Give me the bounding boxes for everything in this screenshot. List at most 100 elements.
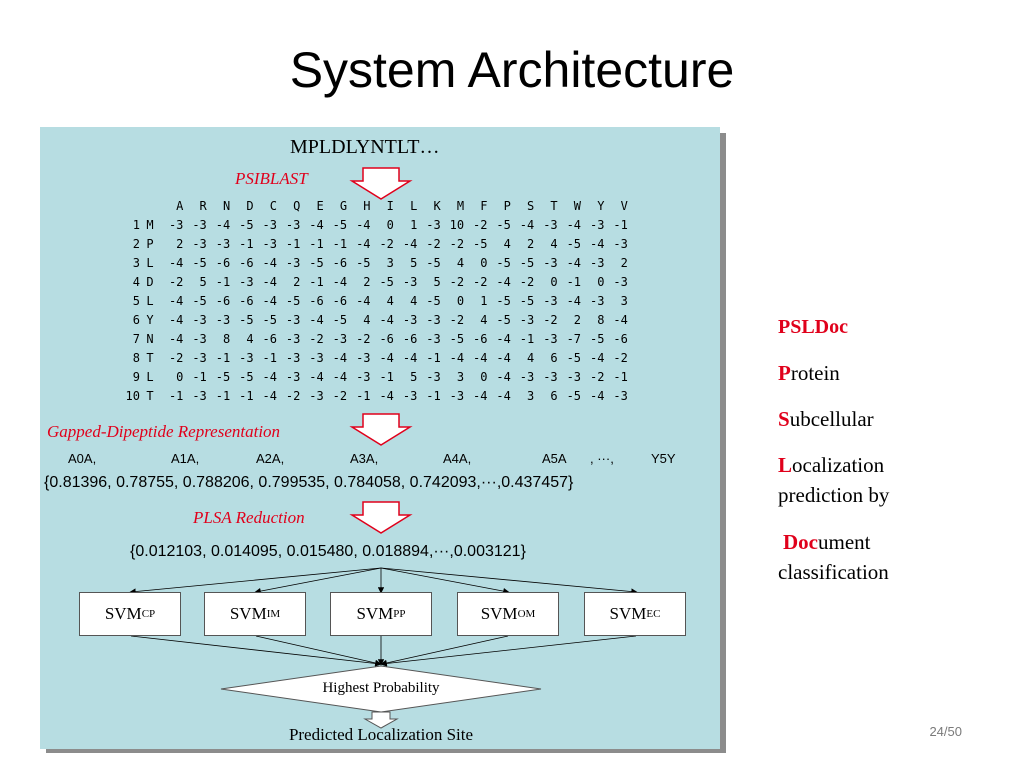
matrix-column-header: P [503,199,511,213]
matrix-cell: -5 [449,332,465,346]
matrix-cell: -3 [192,332,207,346]
matrix-cell: -3 [566,370,582,384]
matrix-cell: -5 [379,275,394,289]
matrix-cell: 2 [620,256,628,270]
matrix-cell: -7 [566,332,582,346]
matrix-cell: -1 [239,237,254,251]
matrix-cell: 0 [456,294,465,308]
acronym-rest: classification [778,560,889,584]
matrix-cell: -3 [192,237,207,251]
acronym-highlight: S [778,407,790,431]
matrix-cell: -4 [379,389,394,403]
matrix-cell: 5 [410,256,418,270]
acronym-line: Localization [778,450,884,480]
matrix-cell: -6 [239,294,254,308]
matrix-cell: -3 [285,332,301,346]
dipeptide-label: Gapped-Dipeptide Representation [47,422,281,441]
matrix-cell: -3 [285,256,301,270]
matrix-cell: -4 [262,370,277,384]
matrix-row-residue: L [146,256,154,270]
acronym-rest: ument [818,530,871,554]
matrix-cell: -3 [285,351,301,365]
acronym-line: classification [778,557,889,587]
acronym-line: prediction by [778,480,889,510]
matrix-row-residue: T [146,351,154,365]
matrix-column-header: H [363,199,371,213]
matrix-cell: 0 [176,370,184,384]
matrix-cell: -4 [519,218,535,232]
matrix-cell: 0 [480,256,488,270]
matrix-cell: -2 [449,237,465,251]
matrix-cell: -3 [215,237,231,251]
matrix-column-header: D [246,199,254,213]
matrix-column-header: C [269,199,277,213]
matrix-column-header: T [550,199,558,213]
matrix-cell: -3 [356,351,371,365]
matrix-cell: -3 [239,275,254,289]
matrix-cell: 1 [480,294,488,308]
matrix-cell: 3 [386,256,394,270]
matrix-row-index: 2 [132,237,140,251]
matrix-cell: 4 [386,294,394,308]
matrix-cell: -3 [589,294,605,308]
matrix-cell: -5 [356,256,371,270]
matrix-cell: -2 [426,237,441,251]
matrix-cell: -5 [496,294,511,308]
matrix-column-header: K [433,199,441,213]
matrix-cell: -5 [239,218,254,232]
matrix-row-residue: P [146,237,154,251]
matrix-cell: -5 [519,256,535,270]
matrix-cell: -5 [192,256,207,270]
matrix-cell: -3 [543,256,558,270]
slide-title: System Architecture [289,42,735,98]
matrix-cell: -4 [262,294,277,308]
matrix-cell: -2 [473,275,488,289]
matrix-cell: -2 [519,275,535,289]
matrix-cell: -1 [168,389,184,403]
svm-subscript: PP [393,608,406,620]
matrix-cell: -5 [192,294,207,308]
matrix-cell: -2 [356,332,371,346]
matrix-cell: -5 [519,294,535,308]
feature-label: A2A, [256,451,285,466]
matrix-cell: -5 [566,237,582,251]
acronym-line: Protein [778,358,840,388]
matrix-cell: -4 [473,351,488,365]
matrix-cell: -5 [239,313,254,327]
feature-label: A0A, [68,451,97,466]
matrix-cell: 6 [550,351,558,365]
matrix-row-residue: Y [146,313,154,327]
matrix-cell: -3 [402,275,418,289]
matrix-cell: -1 [215,275,231,289]
matrix-cell: -3 [613,237,628,251]
acronym-line: Subcellular [778,404,874,434]
matrix-cell: -3 [402,389,418,403]
matrix-cell: -5 [589,332,605,346]
matrix-cell: -2 [613,351,628,365]
matrix-cell: -5 [566,389,582,403]
acronym-rest: ocalization [792,453,885,477]
matrix-column-header: Y [597,199,605,213]
matrix-row-index: 8 [132,351,140,365]
matrix-cell: -4 [496,351,511,365]
matrix-cell: -6 [262,332,277,346]
matrix-cell: 4 [363,313,371,327]
matrix-cell: -4 [566,256,582,270]
matrix-cell: 4 [480,313,488,327]
matrix-cell: -3 [449,389,465,403]
svm-subscript: IM [266,608,281,620]
matrix-cell: -4 [589,237,605,251]
matrix-cell: 4 [527,351,535,365]
acronym-rest: ubcellular [789,407,874,431]
feature-label: A3A, [350,451,379,466]
acronym-name-text: PSLDoc [778,316,848,338]
output-label: Predicted Localization Site [288,725,474,744]
